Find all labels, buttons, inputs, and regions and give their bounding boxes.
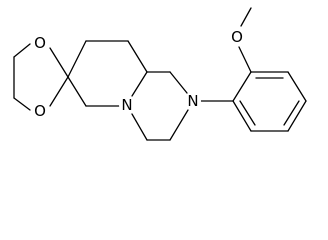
atom-o-dioxolane-lower: O	[32, 102, 48, 120]
bond-ch2-to-n-bridge	[131, 113, 148, 141]
bond-spiro-to-o-upper	[49, 47, 69, 78]
methoxy-group	[238, 7, 252, 73]
bond-o-lower-to-spiro	[49, 76, 69, 107]
bond-n-aryl-to-ch2-lower	[169, 109, 189, 141]
atom-label: O	[34, 102, 46, 120]
bond-o-upper-to-ch2	[13, 43, 31, 58]
atom-label: N	[187, 92, 198, 110]
bond-ar-c3-c4	[287, 71, 307, 102]
bond-spiro-to-c-upper	[67, 40, 87, 78]
bond-ch2-to-spiro	[67, 76, 87, 107]
bond-ring-fusion-to-n-bridge	[131, 71, 148, 97]
benzene-ring	[232, 71, 307, 132]
atom-o-methoxy: O	[229, 28, 245, 46]
bond-o-to-methyl	[240, 7, 252, 27]
piperazine-ring	[131, 71, 189, 141]
bond-ar-c4-c5	[287, 100, 307, 132]
atom-label: N	[121, 96, 132, 114]
double-bond-ar-c6-c1	[239, 100, 256, 126]
atom-n-aryl: N	[185, 92, 201, 110]
bond-ar-c6-c1	[232, 100, 252, 132]
dioxolane-ring	[13, 43, 69, 111]
atom-n-bridgehead: N	[119, 96, 135, 114]
atom-o-dioxolane-upper: O	[32, 34, 48, 52]
atom-label: O	[34, 34, 46, 52]
bond-ar-to-o-methoxy	[238, 46, 252, 73]
bond-c-top-to-ring-fusion	[127, 40, 148, 73]
double-bond-ar-c4-c5	[283, 100, 300, 126]
bond-ch2-to-n-aryl	[169, 71, 188, 94]
chemical-structure-diagram: O O N N O	[13, 7, 307, 141]
atom-label: O	[231, 28, 243, 46]
bond-ch2-to-o-lower	[13, 97, 31, 111]
bond-ar-c1-c2	[232, 71, 252, 102]
piperidine-ring	[67, 40, 148, 107]
